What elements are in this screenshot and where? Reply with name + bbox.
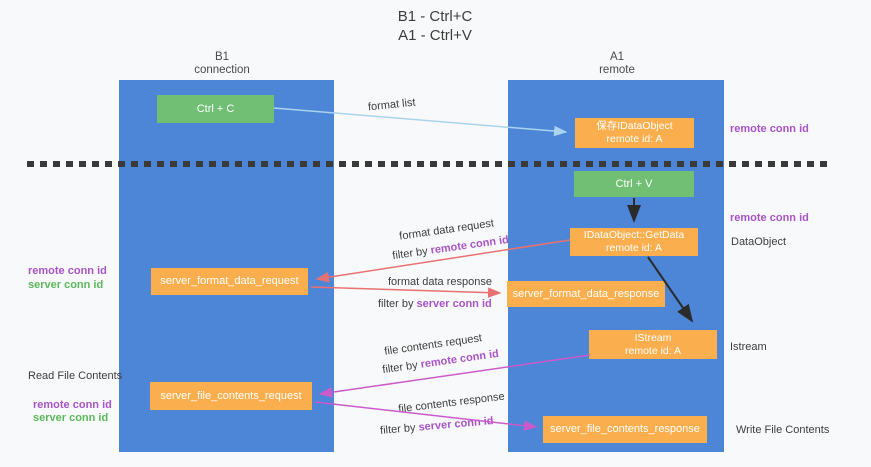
server-file-contents-response-box: server_file_contents_response bbox=[543, 416, 707, 443]
istream-box: IStream remote id: A bbox=[589, 330, 717, 359]
annotation-server-conn-id-left-bottom: server conn id bbox=[33, 412, 109, 424]
istream-line1: IStream bbox=[634, 331, 672, 344]
annotation-remote-conn-id-left-top: remote conn id bbox=[28, 265, 107, 277]
server-format-data-response-box: server_format_data_response bbox=[507, 281, 665, 307]
save-dataobject-box: 保存IDataObject remote id: A bbox=[575, 118, 694, 148]
title-line-2: A1 - Ctrl+V bbox=[398, 27, 472, 44]
ctrl-c-label: Ctrl + C bbox=[196, 102, 235, 115]
dashed-divider bbox=[27, 161, 830, 167]
title-line-1: B1 - Ctrl+C bbox=[397, 8, 473, 25]
annotation-dataobject: DataObject bbox=[731, 236, 787, 248]
right-column-name: A1 bbox=[609, 51, 625, 63]
getdata-box: IDataObject::GetData remote id: A bbox=[570, 228, 698, 256]
ctrl-v-label: Ctrl + V bbox=[615, 177, 653, 190]
right-column-subtitle: remote bbox=[599, 64, 635, 76]
annotation-read-file-contents: Read File Contents bbox=[28, 370, 123, 382]
server-file-contents-request-box: server_file_contents_request bbox=[150, 382, 312, 410]
annotation-remote-conn-id-right-mid: remote conn id bbox=[730, 212, 809, 224]
getdata-line2: remote id: A bbox=[605, 242, 663, 254]
right-column-header: A1 remote bbox=[542, 51, 692, 77]
save-dataobject-line2: remote id: A bbox=[606, 133, 663, 145]
left-column-header: B1 connection bbox=[147, 51, 297, 77]
server-format-data-response-label: server_format_data_response bbox=[512, 287, 660, 300]
filter-by-text-2: filter by bbox=[378, 298, 414, 310]
annotation-remote-conn-id-right-top: remote conn id bbox=[730, 123, 809, 135]
server-file-contents-request-label: server_file_contents_request bbox=[160, 389, 302, 402]
save-dataobject-line1: 保存IDataObject bbox=[596, 120, 673, 132]
label-file-contents-response: file contents response bbox=[397, 390, 506, 416]
server-format-data-request-label: server_format_data_request bbox=[160, 275, 299, 287]
server-conn-id-text-1: server conn id bbox=[416, 298, 492, 310]
label-format-list: format list bbox=[367, 96, 417, 114]
label-format-data-response: format data response bbox=[388, 276, 492, 288]
annotation-istream: Istream bbox=[730, 341, 767, 353]
annotation-server-conn-id-left-top: server conn id bbox=[28, 279, 104, 291]
filter-by-text-3: filter by bbox=[381, 359, 419, 377]
filter-by-text-4: filter by bbox=[379, 421, 417, 437]
server-conn-id-text-2: server conn id bbox=[418, 415, 494, 434]
server-format-data-request-box: server_format_data_request bbox=[151, 268, 308, 295]
label-filter-server-2: filter by server conn id bbox=[380, 415, 494, 438]
ctrl-c-box: Ctrl + C bbox=[157, 95, 274, 123]
diagram-title: B1 - Ctrl+C A1 - Ctrl+V bbox=[320, 7, 550, 45]
istream-line2: remote id: A bbox=[624, 344, 682, 357]
ctrl-v-box: Ctrl + V bbox=[574, 171, 694, 197]
label-filter-server-1: filter by server conn id bbox=[378, 298, 492, 311]
left-column-subtitle: connection bbox=[194, 64, 250, 76]
left-column-name: B1 bbox=[214, 51, 230, 63]
server-file-contents-response-label: server_file_contents_response bbox=[550, 423, 700, 435]
getdata-line1: IDataObject::GetData bbox=[583, 229, 685, 241]
filter-by-text-1: filter by bbox=[391, 245, 429, 263]
annotation-write-file-contents: Write File Contents bbox=[736, 424, 830, 436]
annotation-remote-conn-id-left-bottom: remote conn id bbox=[33, 399, 112, 411]
